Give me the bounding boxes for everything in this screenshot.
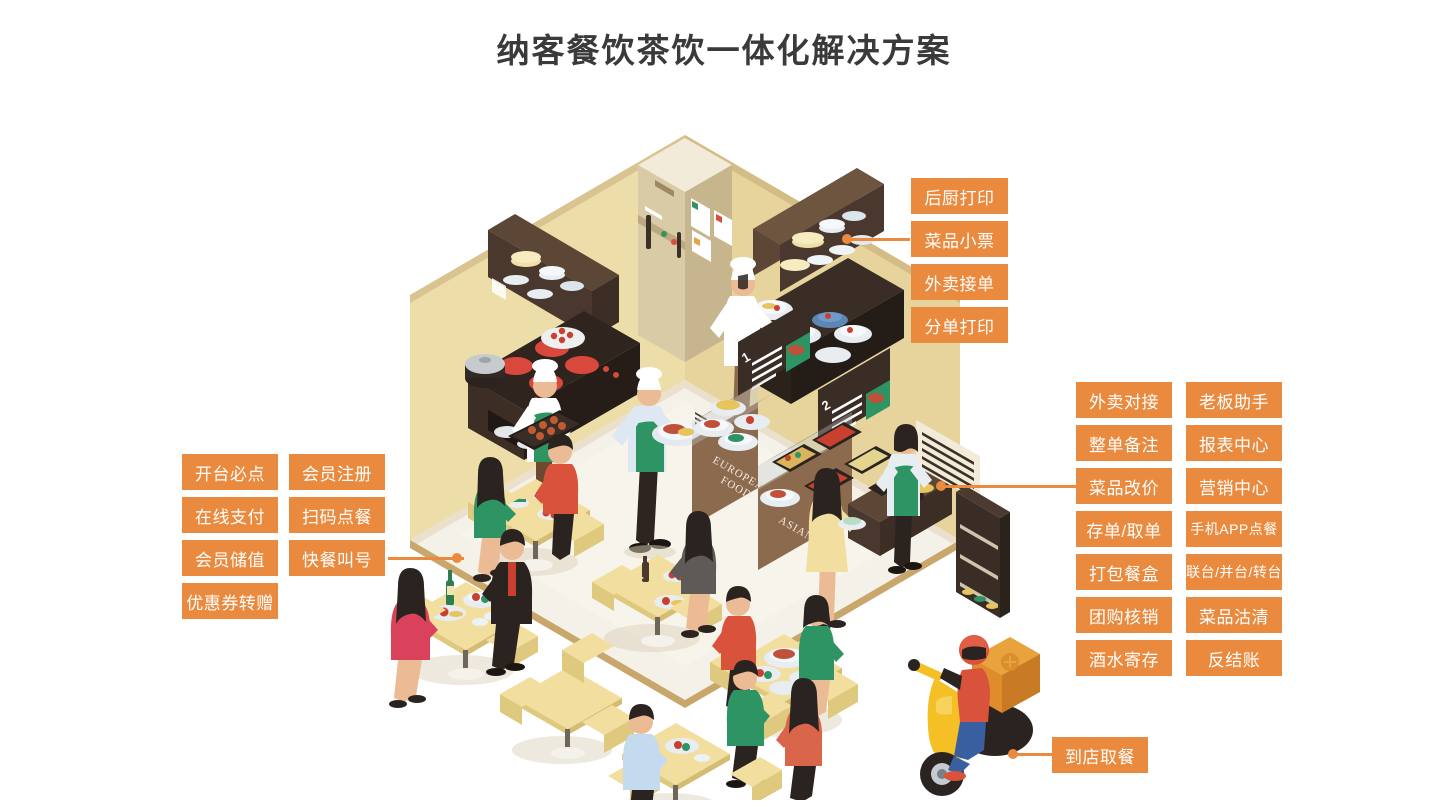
chip-order-remark[interactable]: 整单备注 [1076, 425, 1172, 461]
beverage-display-shelf [956, 486, 1010, 618]
menu-board-1: 1 [738, 298, 814, 396]
dining-table-middle [592, 511, 722, 652]
chip-drink-storage[interactable]: 酒水寄存 [1076, 640, 1172, 676]
connector-dot-front-of-house [452, 553, 462, 563]
delivery-scooter [908, 635, 1040, 796]
connector-front-of-house [388, 557, 464, 560]
connector-kitchen-printing [846, 238, 910, 241]
wall-vent-panel [908, 420, 980, 502]
chip-online-payment[interactable]: 在线支付 [182, 497, 278, 533]
staff-cashier [876, 424, 932, 574]
dining-table-left [389, 529, 538, 708]
chip-report-center[interactable]: 报表中心 [1186, 425, 1282, 461]
chip-fastfood-call-number[interactable]: 快餐叫号 [289, 540, 385, 576]
chip-boss-assistant[interactable]: 老板助手 [1186, 382, 1282, 418]
dining-table-empty [500, 633, 634, 764]
chip-open-table-must-order[interactable]: 开台必点 [182, 454, 278, 490]
page-title: 纳客餐饮茶饮一体化解决方案 [496, 32, 952, 69]
chip-split-print[interactable]: 分单打印 [911, 307, 1008, 343]
chip-kitchen-print[interactable]: 后厨打印 [911, 178, 1008, 214]
chip-scan-order[interactable]: 扫码点餐 [289, 497, 385, 533]
chip-dish-soldout[interactable]: 菜品沽清 [1186, 597, 1282, 633]
connector-delivery [1012, 753, 1052, 756]
customer-at-counter [806, 468, 866, 632]
chip-dish-receipt[interactable]: 菜品小票 [911, 221, 1008, 257]
waiter-carrying-plate [612, 367, 704, 559]
connector-dot-cashier [936, 481, 946, 491]
chip-save-retrieve-order[interactable]: 存单/取单 [1076, 511, 1172, 547]
dining-table-single [608, 704, 782, 800]
chip-reverse-settlement[interactable]: 反结账 [1186, 640, 1282, 676]
chip-coupon-transfer[interactable]: 优惠券转赠 [182, 583, 278, 619]
chip-member-register[interactable]: 会员注册 [289, 454, 385, 490]
chip-takeout-integration[interactable]: 外卖对接 [1076, 382, 1172, 418]
chip-dish-price-change[interactable]: 菜品改价 [1076, 468, 1172, 504]
chip-takeaway-box[interactable]: 打包餐盒 [1076, 554, 1172, 590]
buffet-counter: EUROPEAN FOOD ASIAN FOOD [692, 374, 894, 570]
chip-pickup-in-store[interactable]: 到店取餐 [1052, 737, 1148, 773]
chip-table-merge-transfer[interactable]: 联台/并台/转台 [1186, 554, 1282, 590]
chip-mobile-app-order[interactable]: 手机APP点餐 [1186, 511, 1282, 547]
connector-cashier [940, 485, 1076, 488]
dining-table-group [710, 586, 858, 800]
dining-table-burgers [468, 434, 604, 582]
chip-member-stored-value[interactable]: 会员储值 [182, 540, 278, 576]
connector-dot-kitchen-printing [842, 234, 852, 244]
chip-marketing-center[interactable]: 营销中心 [1186, 468, 1282, 504]
chip-groupon-redeem[interactable]: 团购核销 [1076, 597, 1172, 633]
connector-dot-delivery [1008, 749, 1018, 759]
kitchen-wall-shelf-right [753, 168, 884, 292]
restaurant-isometric-illustration: 1 2 EU [340, 110, 1060, 800]
chip-takeout-order[interactable]: 外卖接单 [911, 264, 1008, 300]
